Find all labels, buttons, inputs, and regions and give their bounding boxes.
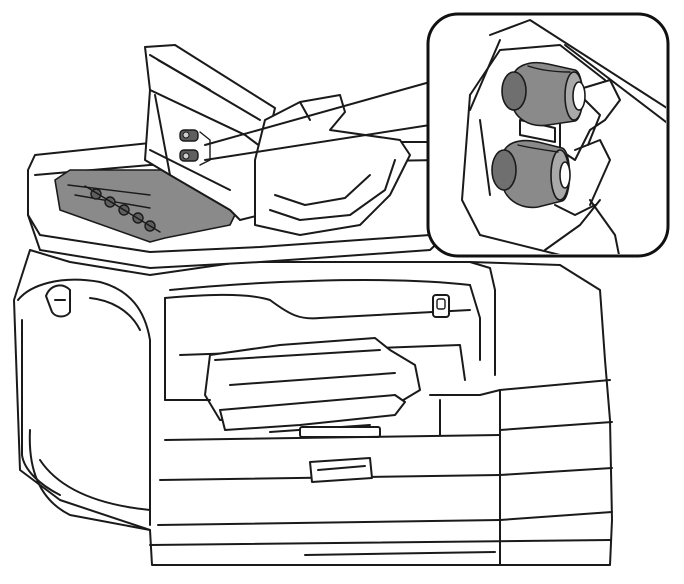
mat-rollers xyxy=(84,185,161,233)
output-tray xyxy=(179,337,466,438)
upper-pickup-roller xyxy=(501,61,586,127)
lower-pickup-roller xyxy=(491,139,571,209)
paper-cassettes xyxy=(149,379,613,566)
output-tray-extension xyxy=(219,394,406,431)
cassette-handle xyxy=(309,457,373,483)
adf-pickup-rollers xyxy=(179,129,211,166)
front-panel xyxy=(164,261,496,401)
callout-closeup xyxy=(426,12,670,258)
callout-leader-lines xyxy=(204,81,431,161)
adf-unit xyxy=(144,44,411,236)
